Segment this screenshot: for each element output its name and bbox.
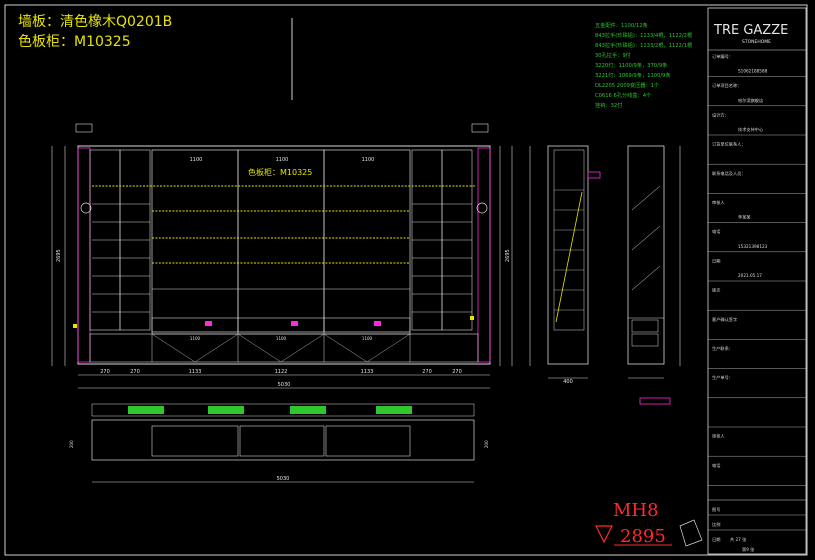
stamp-code: MH8 <box>613 500 659 521</box>
note-item: 挂钩：32付 <box>595 101 622 109</box>
title-block-row: 订货单位联系人： <box>712 141 746 148</box>
section-marker <box>80 202 92 214</box>
bottom-width: 1133 <box>361 369 374 375</box>
company-logo-sub: STONEHOME <box>742 39 771 45</box>
side-section-a: 400 <box>529 145 601 385</box>
stamp-arrow <box>679 519 703 547</box>
company-logo: TRE GAZZE <box>713 23 788 38</box>
drawer-dim: 1100 <box>362 336 373 341</box>
title-block-row: 15321398123 <box>738 244 768 249</box>
title-block-row: 哈尔滨旗舰店 <box>738 97 763 104</box>
tb-bottom-label: 图号 <box>712 507 720 513</box>
note-item: 30孔拉手：9付 <box>595 51 631 59</box>
header-line2: 色板柜：M10325 <box>18 33 131 50</box>
plan-dim: 200 <box>69 440 74 448</box>
handle-marker <box>205 321 212 326</box>
note-item: 843拉手(珍珠铝)：1133/2根，1122/1根 <box>595 41 692 49</box>
title-block-row: 电话 <box>712 228 720 235</box>
side-depth: 400 <box>563 379 573 385</box>
side-section-b <box>627 145 681 405</box>
header-line1: 墙板：清色橡木Q0201B <box>18 13 172 30</box>
top-width-3: 1100 <box>362 157 375 163</box>
top-width-2: 1100 <box>276 157 289 163</box>
title-block-row: 生产单号： <box>712 374 733 381</box>
bottom-width: 1122 <box>275 369 288 375</box>
title-block-row: 电话 <box>712 462 720 469</box>
handle-marker <box>470 316 474 320</box>
top-width-1: 1100 <box>190 157 203 163</box>
title-block-row: 版次 <box>712 287 721 294</box>
note-item: 843拉手(珍珠铝)：1133/4根，1122/2根 <box>595 31 692 39</box>
title-block-row: 订单项目名称： <box>712 82 741 89</box>
title-block-row: 日期 <box>712 258 720 264</box>
title-block-row: 设计方： <box>712 111 729 118</box>
title-block-row: 联系电话及人员： <box>712 170 746 177</box>
height-dim-left: 2695 <box>56 249 62 262</box>
title-block-row: 技术支持中心 <box>738 126 764 133</box>
title-block-row: 李某某 <box>738 214 751 221</box>
stamp-triangle <box>595 525 613 544</box>
tb-bottom-label: 比例 <box>712 521 720 528</box>
drawer-dim: 1100 <box>276 336 287 341</box>
note-item: C0616 6孔分线盒：4个 <box>595 91 652 99</box>
height-dim-right: 2695 <box>505 249 511 262</box>
title-block-row: 生产联系： <box>712 345 733 352</box>
section-marker <box>476 202 488 214</box>
tb-sheet-number: 第9 张 <box>742 546 755 553</box>
plan-dim: 200 <box>484 440 489 448</box>
tb-page-count: 共 27 张 <box>730 536 747 543</box>
bottom-width: 270 <box>130 369 140 375</box>
notes-list: 五金配件：1100/12条 843拉手(珍珠铝)：1133/4根，1122/2根… <box>595 21 692 109</box>
bottom-width: 270 <box>422 369 432 375</box>
title-block: TRE GAZZE STONEHOME 订单编号： S1062188588 订单项目… <box>707 7 807 555</box>
front-elevation: 2695 2695 <box>51 123 513 389</box>
note-item: 五金配件：1100/12条 <box>595 21 648 29</box>
title-block-row: 客户确认签字 <box>712 316 737 323</box>
handle-marker <box>291 321 298 326</box>
handle-marker <box>374 321 381 326</box>
total-width: 5030 <box>278 382 291 388</box>
plan-total-width: 5030 <box>277 476 290 482</box>
title-block-row: 审核人 <box>712 433 725 440</box>
bottom-width: 1133 <box>189 369 202 375</box>
drawer-dim: 1100 <box>190 336 201 341</box>
title-block-row: 审核人 <box>712 199 725 206</box>
note-item: DL2205 2009变压器：1个 <box>595 81 660 89</box>
tb-bottom-label: 日期 <box>712 537 720 543</box>
note-item: 3221灯：1069/9条，1100/9条 <box>595 71 671 79</box>
bottom-width: 270 <box>100 369 110 375</box>
handle-marker <box>73 324 77 328</box>
bottom-width: 270 <box>452 369 462 375</box>
title-block-row: 2021.05.17 <box>738 273 762 278</box>
cabinet-label: 色板柜：M10325 <box>248 167 312 177</box>
stamp-height: 2895 <box>620 526 666 547</box>
note-item: 3220灯：1100/9条，370/9条 <box>595 61 667 69</box>
title-block-row: S1062188588 <box>738 69 768 74</box>
sheet-border <box>4 4 808 556</box>
plan-view: 5030 200 200 <box>69 403 489 483</box>
title-block-row: 订单编号： <box>712 53 733 60</box>
